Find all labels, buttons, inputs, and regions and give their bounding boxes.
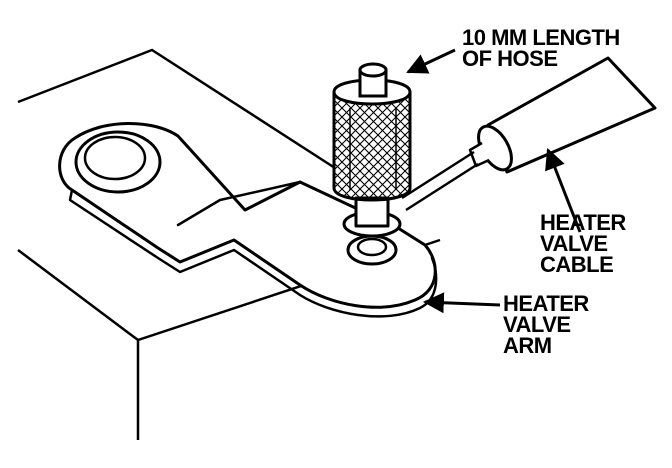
hose-label: 10 MM LENGTH OF HOSE — [462, 25, 620, 71]
arm-label-line-3: ARM — [503, 333, 552, 358]
arm-label-line-1: HEATER — [503, 291, 589, 316]
cable-label-line-1: HEATER — [540, 210, 626, 235]
cable-leader-arrow — [545, 148, 582, 233]
heater-valve-cable — [401, 56, 657, 212]
arm-leader-arrow — [422, 292, 501, 314]
heater-valve-arm — [58, 122, 438, 318]
pin-assembly — [342, 196, 402, 266]
hose-leader-arrow — [406, 48, 456, 74]
leader-arrows — [406, 48, 582, 314]
cable-label: HEATER VALVE CABLE — [540, 210, 626, 277]
hose-segment — [332, 78, 412, 202]
pin-tip — [358, 62, 388, 98]
hose-label-line-1: 10 MM LENGTH — [462, 25, 620, 50]
cable-label-line-2: VALVE — [540, 231, 608, 256]
arm-label-line-2: VALVE — [503, 312, 571, 337]
hose-label-line-2: OF HOSE — [462, 46, 558, 71]
cable-label-line-3: CABLE — [540, 252, 614, 277]
arm-label: HEATER VALVE ARM — [503, 291, 589, 358]
